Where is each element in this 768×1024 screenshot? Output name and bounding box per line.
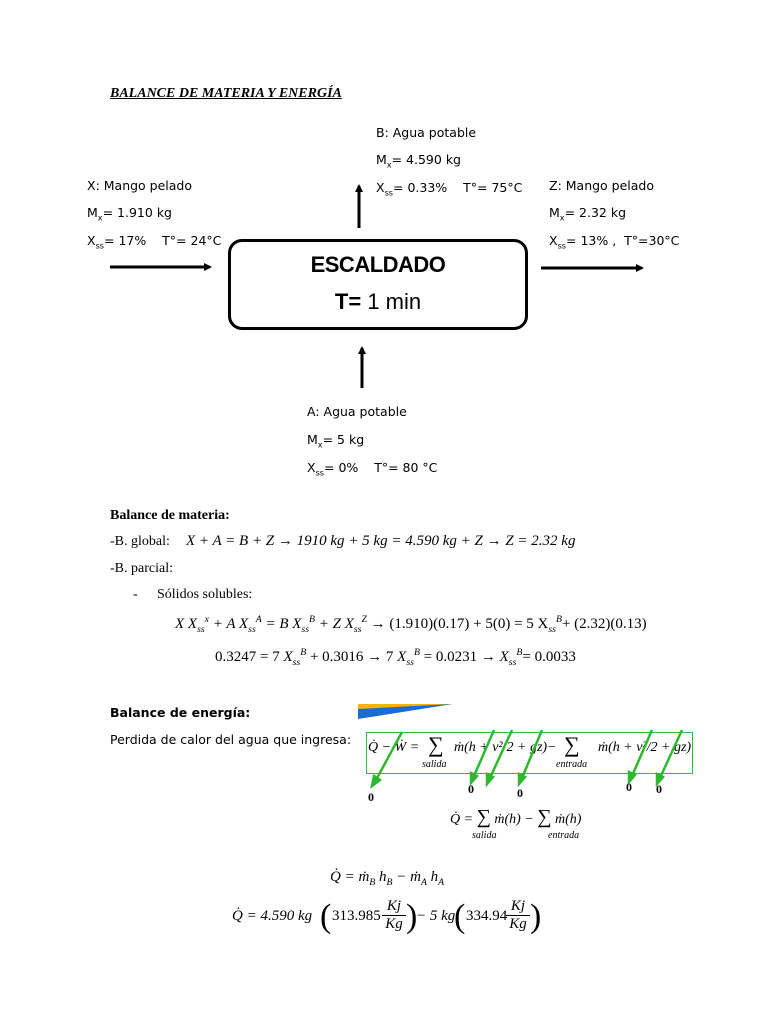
zero-5: 0 [656, 782, 662, 796]
zero-1: 0 [368, 790, 374, 804]
process-box: ESCALDADO T= 1 min [228, 239, 528, 330]
stream-x-mass: Mx= 1.910 kg [87, 205, 172, 223]
logo-stripe [358, 704, 453, 719]
energy-general-equation: Q̇ − Ẇ = ∑ salida ṁ(h + v²/2 + gz) − ∑ e… [362, 726, 693, 846]
equation-highlight-box [366, 732, 693, 774]
sum-in-symbol: ∑ [564, 732, 580, 757]
partial-label: -B. parcial: [110, 561, 173, 576]
solidos-bullet: - [133, 587, 138, 602]
simplified-eq: Q̇ = ∑ ṁ(h) − ∑ ṁ(h) [450, 806, 582, 828]
term-out: ṁ(h + v²/2 + gz) [454, 740, 548, 755]
stream-x-name: X: Mango pelado [87, 178, 193, 193]
stream-b-mass: Mx= 4.590 kg [376, 152, 461, 170]
cancel-arrows [370, 729, 684, 789]
stream-b-xss: Xss= 0.33% T°= 75°C [376, 180, 523, 198]
stream-z-xss: Xss= 13% , T°=30°C [549, 233, 680, 251]
zero-2: 0 [468, 782, 474, 796]
stream-a-name: A: Agua potable [307, 404, 407, 419]
global-label: -B. global: [110, 534, 170, 549]
process-time: T= 1 min [334, 289, 422, 314]
q-equation: Q̇ = ṁB hB − ṁA hA [330, 869, 445, 888]
simplified-out-label: salida [472, 830, 497, 841]
stream-x-xss: Xss= 17% T°= 24°C [87, 233, 222, 251]
minus-sign: − [548, 740, 556, 755]
document-title: BALANCE DE MATERIA Y ENERGÍA [110, 86, 342, 101]
stream-z-mass: Mx= 2.32 kg [549, 205, 627, 223]
energia-heading: Balance de energía: [110, 705, 251, 720]
solids-equation-1: X Xssx + A XssA = B XssB + Z XssZ → (1.9… [175, 614, 647, 635]
stream-a-mass: Mx= 5 kg [307, 432, 365, 450]
zero-4: 0 [626, 780, 632, 794]
global-equation: X + A = B + Z → 1910 kg + 5 kg = 4.590 k… [186, 533, 576, 549]
materia-heading: Balance de materia: [110, 508, 230, 523]
sum-out-symbol: ∑ [428, 732, 444, 757]
solids-equation-2: 0.3247 = 7 XssB + 0.3016 → 7 XssB = 0.02… [215, 647, 576, 668]
process-name: ESCALDADO [310, 252, 446, 277]
energia-desc: Perdida de calor del agua que ingresa: [110, 732, 352, 747]
simplified-in-label: entrada [548, 830, 580, 841]
sum-out-label: salida [422, 759, 447, 770]
sum-in-label: entrada [556, 759, 588, 770]
solidos-label: Sólidos solubles: [157, 587, 253, 602]
flow-arrows [110, 184, 644, 388]
stream-z-name: Z: Mango pelado [549, 178, 655, 193]
stream-a-xss: Xss= 0% T°= 80 °C [307, 460, 438, 478]
stream-b-name: B: Agua potable [376, 125, 477, 140]
zero-3: 0 [517, 786, 523, 800]
